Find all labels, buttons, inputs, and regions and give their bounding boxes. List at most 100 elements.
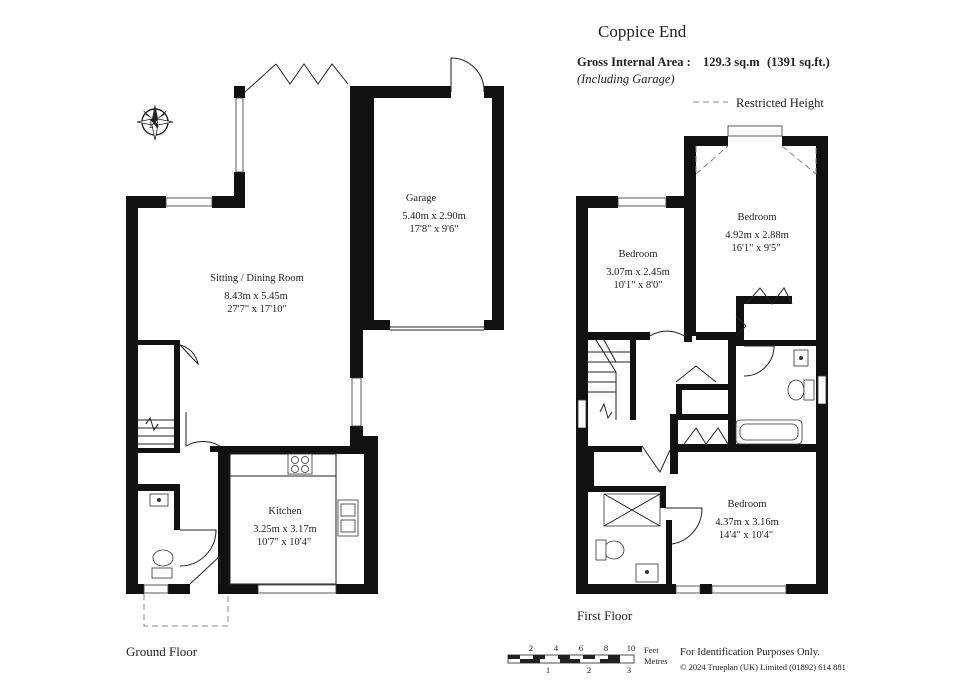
restricted-height-line-left [695,145,729,175]
first-west-wall [576,196,588,594]
metre-tick-3: 3 [627,665,631,675]
kitchen-south-wall-right [336,584,378,594]
kitchen-east-wall [364,446,378,594]
first-south-wall-mid [700,584,712,594]
hob-icon [287,453,313,475]
ground-west-wall [126,196,138,594]
including-garage-note: (Including Garage) [577,72,675,86]
cupboard-north-wall [138,340,180,345]
bedroom-3-window [711,585,787,594]
first-east-wall [816,136,828,594]
entrance-south-wall-mid [168,584,190,594]
garage-imperial: 17'8" x 9'6" [409,224,458,235]
bedroom-2-door [649,330,685,337]
feet-tick-10: 10 [627,643,636,653]
property-name: Coppice End [598,22,687,41]
first-floor-label: First Floor [577,608,633,623]
bedroom-3-name: Bedroom [727,499,766,510]
restricted-height-legend-label: Restricted Height [736,96,824,110]
scale-metres-label: Metres [644,656,668,666]
bay-window [235,97,244,173]
garage-north-wall-left [361,86,451,98]
bedroom-3-imperial: 14'4" x 10'4" [719,530,773,541]
feet-tick-8: 8 [604,643,608,653]
sitting-room-metric: 8.43m x 5.45m [224,291,288,302]
wc-east-wall [174,484,180,530]
kitchen-south-wall-left [218,584,258,594]
kitchen-north-wall-right [350,436,378,448]
sitting-room-name: Sitting / Dining Room [210,273,304,284]
bedroom-2-south-wall [588,332,650,340]
garage-west-wall [362,86,374,330]
first-floor-plan: Bedroom 3.07m x 2.45m 10'1" x 8'0" Bedro… [576,125,828,623]
bedroom-1-south-wall-left [696,332,736,340]
feet-tick-2: 2 [529,643,533,653]
gross-area-value: 129.3 sq.m [703,55,760,69]
bedroom-2-window [617,197,667,207]
garage-east-wall [492,86,504,330]
first-floor-stairs [588,339,630,420]
restricted-height-line-right [781,145,817,175]
ensuite-north-wall [588,486,666,492]
garage-side-door [450,57,485,93]
kitchen-metric: 3.25m x 3.17m [253,524,317,535]
wc-north-wall [126,484,180,491]
scale-bar: 2 4 6 8 10 1 2 3 Feet Metres [507,643,668,675]
kitchen-north-wall [218,446,378,454]
dormer-west-wall [684,136,696,208]
ensuite-east-wall [666,520,672,584]
sitting-room-window [165,197,213,207]
stairwell-wall [630,340,636,420]
gross-area-label: Gross Internal Area : [577,55,691,69]
ground-floor-plan: Garage 5.40m x 2.90m 17'8" x 9'6" Sittin… [126,57,504,659]
dormer-north-wall-right [782,136,828,146]
feet-tick-4: 4 [554,643,559,653]
airing-cupboard-door [675,365,717,383]
garage-metric: 5.40m x 2.90m [402,211,466,222]
hall-kitchen-wall [210,446,230,452]
bathroom-west-wall [728,340,736,450]
hall-partition [174,340,180,450]
shower-icon [603,493,661,527]
wc-toilet [152,549,174,567]
ground-stairs [138,416,174,445]
first-south-wall-left [576,584,676,594]
bifold-doors [275,63,349,85]
ground-floor-label: Ground Floor [126,644,198,659]
entrance-south-wall-left [126,584,144,594]
side-window [351,377,362,427]
bedroom-2-metric: 3.07m x 2.45m [606,267,670,278]
bedroom-3-north-wall-left [588,446,642,452]
bathroom-door [743,345,775,377]
kitchen-worktop-outline [229,453,337,585]
bedroom-2-imperial: 10'1" x 8'0" [613,280,662,291]
bathroom-toilet [787,379,805,401]
dormer-window [727,125,783,137]
ensuite-toilet [603,540,625,560]
ground-bay-wall-lower [234,172,245,208]
gross-area-imperial: (1391 sq.ft.) [767,55,830,69]
garage-front-wall-right [484,320,504,330]
bedroom-1-imperial: 16'1" x 9'5" [731,243,780,254]
bedroom-3-door [641,445,671,474]
front-door [189,554,221,585]
kitchen-window [257,584,337,594]
wc-window [143,584,169,594]
bedroom-3-metric: 4.37m x 3.16m [715,517,779,528]
compass-icon: N [136,104,174,141]
bathroom-window [817,375,827,405]
first-north-wall-left [576,196,618,208]
identification-note: For Identification Purposes Only. [680,647,820,658]
sink-icon [337,499,359,537]
ensuite-window [675,585,701,594]
ensuite-door [666,507,703,545]
bedroom-divider [684,208,696,336]
first-south-wall-right [786,584,828,594]
kitchen-imperial: 10'7" x 10'4" [257,537,311,548]
scale-feet-label: Feet [644,645,659,655]
ground-bay-wall-upper [234,86,245,98]
garage-front-wall-left [362,320,390,330]
kitchen-name: Kitchen [268,506,302,517]
metre-tick-2: 2 [587,665,591,675]
bedroom-2-name: Bedroom [618,249,657,260]
